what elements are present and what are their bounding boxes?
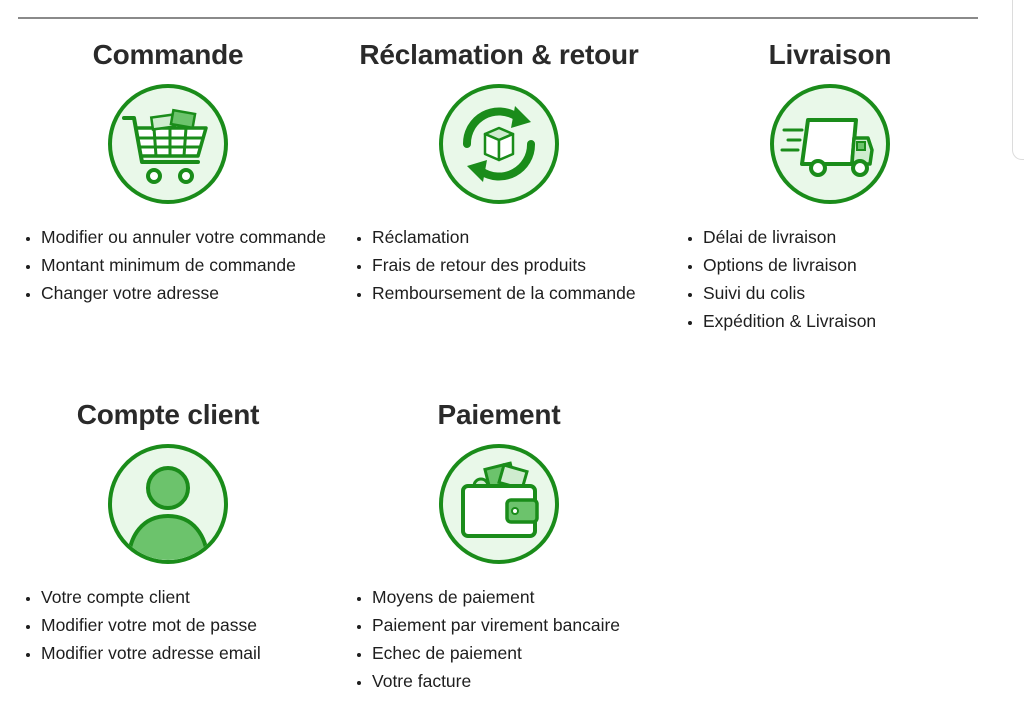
- list-item[interactable]: Options de livraison: [703, 251, 1003, 279]
- category-links: Modifier ou annuler votre commande Monta…: [18, 223, 341, 307]
- list-item[interactable]: Modifier votre adresse email: [41, 639, 341, 667]
- wallet-icon[interactable]: [437, 442, 561, 566]
- list-item[interactable]: Expédition & Livraison: [703, 307, 1003, 335]
- user-account-icon[interactable]: [106, 442, 230, 566]
- category-compte-client: Compte client Votre compte client Modifi…: [18, 399, 348, 663]
- category-reclamation-retour: Réclamation & retour Réclamation Frais d…: [349, 39, 679, 303]
- side-panel-edge: [1012, 0, 1024, 160]
- category-links: Moyens de paiement Paiement par virement…: [349, 583, 672, 695]
- shopping-cart-icon[interactable]: [106, 82, 230, 206]
- list-item[interactable]: Modifier votre mot de passe: [41, 611, 341, 639]
- list-item[interactable]: Réclamation: [372, 223, 672, 251]
- list-item[interactable]: Votre facture: [372, 667, 672, 695]
- list-item[interactable]: Suivi du colis: [703, 279, 1003, 307]
- list-item[interactable]: Moyens de paiement: [372, 583, 672, 611]
- list-item[interactable]: Votre compte client: [41, 583, 341, 611]
- list-item[interactable]: Frais de retour des produits: [372, 251, 672, 279]
- category-commande: Commande Modifier ou annuler votre comma…: [18, 39, 348, 303]
- list-item[interactable]: Modifier ou annuler votre commande: [41, 223, 341, 251]
- category-links: Délai de livraison Options de livraison …: [680, 223, 1003, 335]
- list-item[interactable]: Montant minimum de commande: [41, 251, 341, 279]
- delivery-truck-icon[interactable]: [768, 82, 892, 206]
- category-title[interactable]: Livraison: [768, 39, 892, 70]
- category-links: Réclamation Frais de retour des produits…: [349, 223, 672, 307]
- list-item[interactable]: Paiement par virement bancaire: [372, 611, 672, 639]
- category-livraison: Livraison Délai de livraison Options de …: [680, 39, 1010, 331]
- top-divider: [18, 17, 978, 19]
- category-title[interactable]: Paiement: [437, 399, 561, 430]
- list-item[interactable]: Echec de paiement: [372, 639, 672, 667]
- category-title[interactable]: Réclamation & retour: [359, 39, 639, 70]
- list-item[interactable]: Délai de livraison: [703, 223, 1003, 251]
- list-item[interactable]: Remboursement de la commande: [372, 279, 672, 307]
- category-title[interactable]: Commande: [92, 39, 244, 70]
- category-paiement: Paiement Moyens de paiement Paiement par…: [349, 399, 679, 691]
- list-item[interactable]: Changer votre adresse: [41, 279, 341, 307]
- category-links: Votre compte client Modifier votre mot d…: [18, 583, 341, 667]
- category-title[interactable]: Compte client: [76, 399, 260, 430]
- return-box-icon[interactable]: [437, 82, 561, 206]
